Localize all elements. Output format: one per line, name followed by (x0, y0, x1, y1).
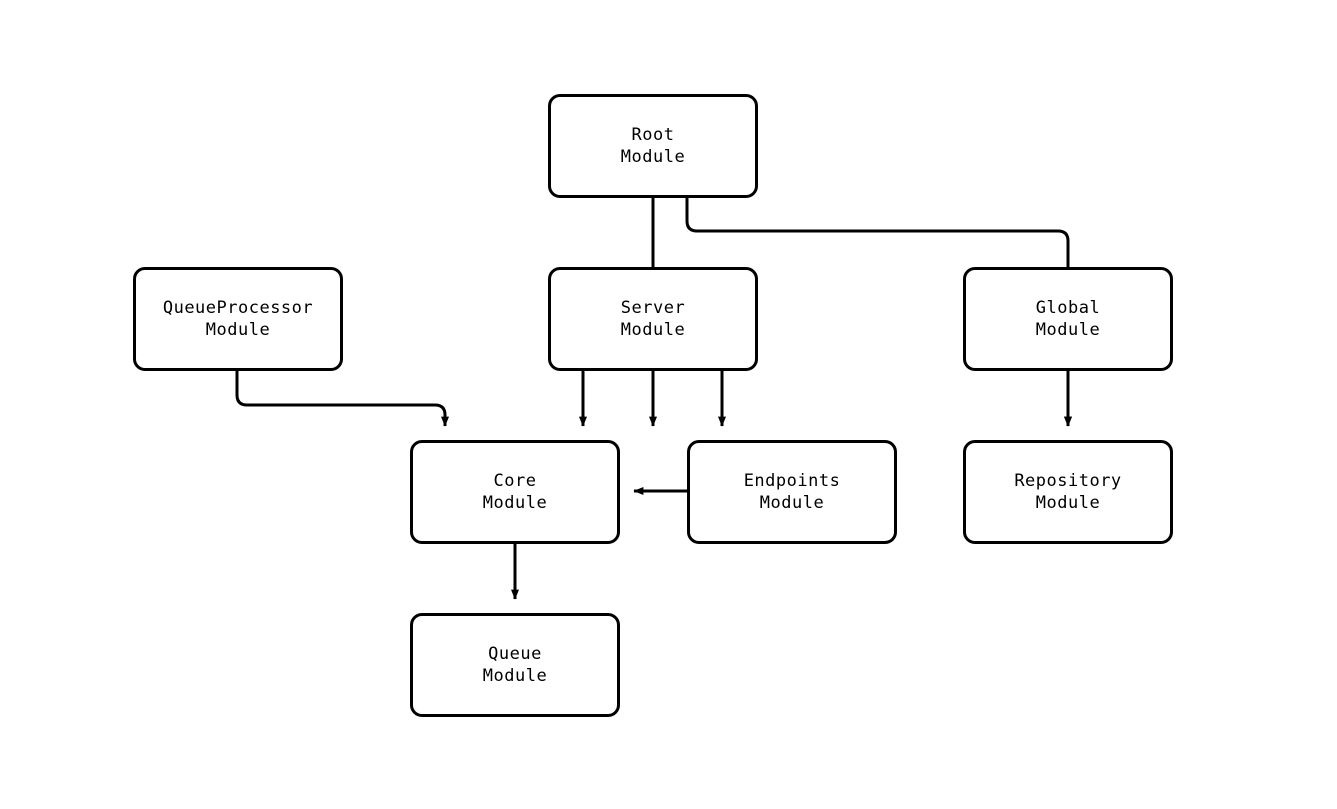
node-queue-subtitle: Module (482, 666, 548, 686)
node-global-subtitle: Module (1035, 320, 1101, 340)
node-core-title: Core (493, 471, 537, 491)
node-queueprocessor-title: QueueProcessor (162, 298, 314, 318)
node-endpoints-subtitle: Module (759, 493, 825, 513)
edges-group (235, 198, 1072, 600)
node-root-subtitle: Module (620, 147, 686, 167)
node-endpoints-title: Endpoints (743, 471, 841, 491)
node-global-title: Global (1035, 298, 1101, 318)
node-repository-subtitle: Module (1035, 493, 1101, 513)
node-repository-title: Repository (1014, 471, 1122, 491)
node-server-subtitle: Module (620, 320, 686, 340)
node-core-subtitle: Module (482, 493, 548, 513)
node-queue-title: Queue (488, 644, 542, 664)
node-server-title: Server (620, 298, 686, 318)
edge-root-to-global (685, 198, 1072, 427)
node-queueprocessor-subtitle: Module (205, 320, 271, 340)
edge-queueprocessor-to-core (235, 371, 449, 427)
node-root-title: Root (631, 125, 675, 145)
